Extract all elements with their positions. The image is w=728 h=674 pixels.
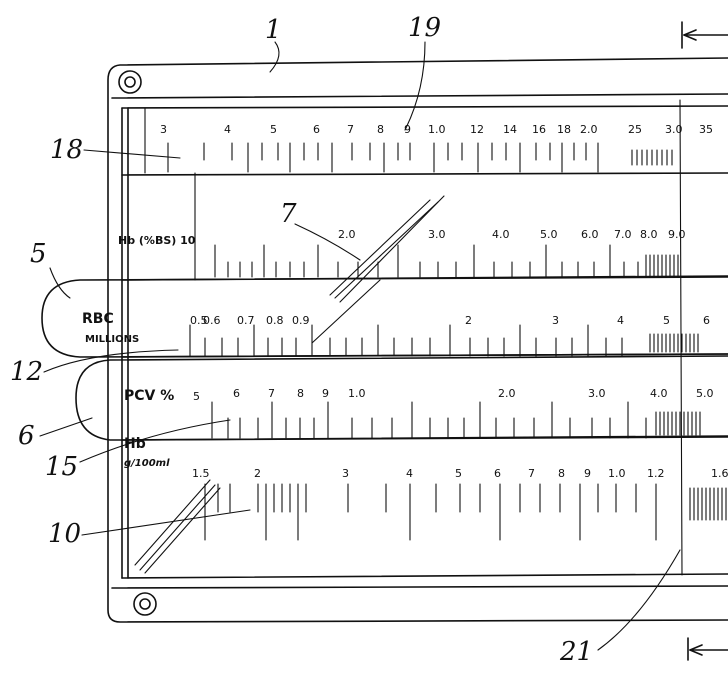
pcv-scale-label-2: 8 [297,387,304,400]
hb-g-scale-label-9: 1.0 [608,467,626,480]
rbc-scale-label-3: 0.8 [266,314,284,327]
pcv-scale-label-4: 1.0 [348,387,366,400]
rbc-scale-label-6: 3 [552,314,559,327]
hb-g-scale-label-11: 1.6 [711,467,728,480]
ref-15: 15 [45,452,78,482]
rivet-top-icon [118,70,142,94]
top-scale-label-13: 25 [628,123,642,136]
top-scale-labels: 3 4 5 6 7 8 9 1.0 12 14 16 18 2.0 25 3.0 35 [160,123,713,136]
rbc-slide[interactable] [41,276,728,358]
cursor-hairline[interactable] [679,99,683,576]
ref-19: 19 [408,13,441,43]
pcv-scale-label-8: 5.0 [696,387,714,400]
hb-bs-scale-label-2: 4.0 [492,228,510,241]
pcv-scale-label-3: 9 [322,387,329,400]
rivet-bottom-inner-icon [139,598,151,610]
pcv-scale-labels: 6 7 8 9 1.0 2.0 3.0 4.0 5.0 [233,387,714,400]
top-scale-label-2: 5 [270,123,277,136]
outer-frame [107,57,728,623]
hb-g-sub-label: g/100ml [124,458,170,469]
top-scale-label-6: 9 [404,123,411,136]
rbc-scale-label-9: 6 [703,314,710,327]
rbc-scale-label-1: 0.6 [203,314,221,327]
top-scale-label-9: 14 [503,123,517,136]
top-scale-label-7: 1.0 [428,123,446,136]
pcv-scale-label-6: 3.0 [588,387,606,400]
rbc-scale-label-7: 4 [617,314,624,327]
hb-g-scale-label-0: 1.5 [192,467,210,480]
hb-g-scale-label-1: 2 [254,467,261,480]
ref-5: 5 [30,239,47,269]
top-scale-label-10: 16 [532,123,546,136]
hb-bs-scale-label-1: 3.0 [428,228,446,241]
pcv-scale-label-0: 6 [233,387,240,400]
ref-7: 7 [280,199,297,229]
top-scale-label-0: 3 [160,123,167,136]
reference-numerals: 1 19 18 7 5 12 6 15 10 21 [10,13,728,667]
ref-21: 21 [559,637,593,667]
pcv-first-label: 5 [193,390,200,403]
band-borders [121,105,728,579]
pcv-scale-label-1: 7 [268,387,275,400]
ref-6: 6 [18,421,35,451]
rbc-label: RBC [82,311,114,327]
hb-bs-scale-label-7: 9.0 [668,228,686,241]
hb-bs-scale-label-3: 5.0 [540,228,558,241]
hb-bs-scale-label-6: 8.0 [640,228,658,241]
hb-bs-scale-labels: 2.0 3.0 4.0 5.0 6.0 7.0 8.0 9.0 [338,228,686,241]
pcv-scale-label-7: 4.0 [650,387,668,400]
rivet-top-inner-icon [124,76,136,88]
rbc-scale-label-8: 5 [663,314,670,327]
rbc-scale-label-4: 0.9 [292,314,310,327]
scale-ticks [167,142,727,541]
top-scale-label-14: 3.0 [665,123,683,136]
top-scale-label-3: 6 [313,123,320,136]
pcv-label: PCV % [124,388,174,404]
hb-bs-scale-label-4: 6.0 [581,228,599,241]
hb-g-scale-label-6: 7 [528,467,535,480]
rbc-scale-labels: 0.50.6 0.7 0.8 0.9 2 3 4 5 6 [190,314,710,327]
hb-g-scale-label-7: 8 [558,467,565,480]
hb-g-scale-label-5: 6 [494,467,501,480]
hb-g-scale-label-4: 5 [455,467,462,480]
rbc-scale-label-5: 2 [465,314,472,327]
glass-reflection [134,195,445,574]
top-scale-label-12: 2.0 [580,123,598,136]
hb-g-scale-label-8: 9 [584,467,591,480]
hb-bs-scale-label-0: 2.0 [338,228,356,241]
hb-g-scale-label-10: 1.2 [647,467,665,480]
ref-10: 10 [48,519,81,549]
hb-g-scale-label-2: 3 [342,467,349,480]
top-scale-label-15: 35 [699,123,713,136]
rivet-bottom-icon [133,592,157,616]
pcv-scale-label-5: 2.0 [498,387,516,400]
ref-18: 18 [50,135,83,165]
top-scale-label-11: 18 [557,123,571,136]
hb-g-scale-labels: 1.5 2 3 4 5 6 7 8 9 1.0 1.2 1.6 [192,467,728,480]
rbc-sub-label: MILLIONS [85,334,139,345]
top-scale-label-8: 12 [470,123,484,136]
top-scale-label-1: 4 [224,123,231,136]
top-scale-label-4: 7 [347,123,354,136]
hb-bs-scale-label-5: 7.0 [614,228,632,241]
hb-g-scale-label-3: 4 [406,467,413,480]
top-scale-label-5: 8 [377,123,384,136]
rbc-scale-label-0: 0.5 [190,314,208,327]
pcv-slide[interactable] [75,355,728,441]
ref-12: 12 [10,357,43,387]
rbc-scale-label-2: 0.7 [237,314,255,327]
ref-1: 1 [265,15,282,45]
hb-bs-label: Hb (%BS) 10 [118,234,196,247]
